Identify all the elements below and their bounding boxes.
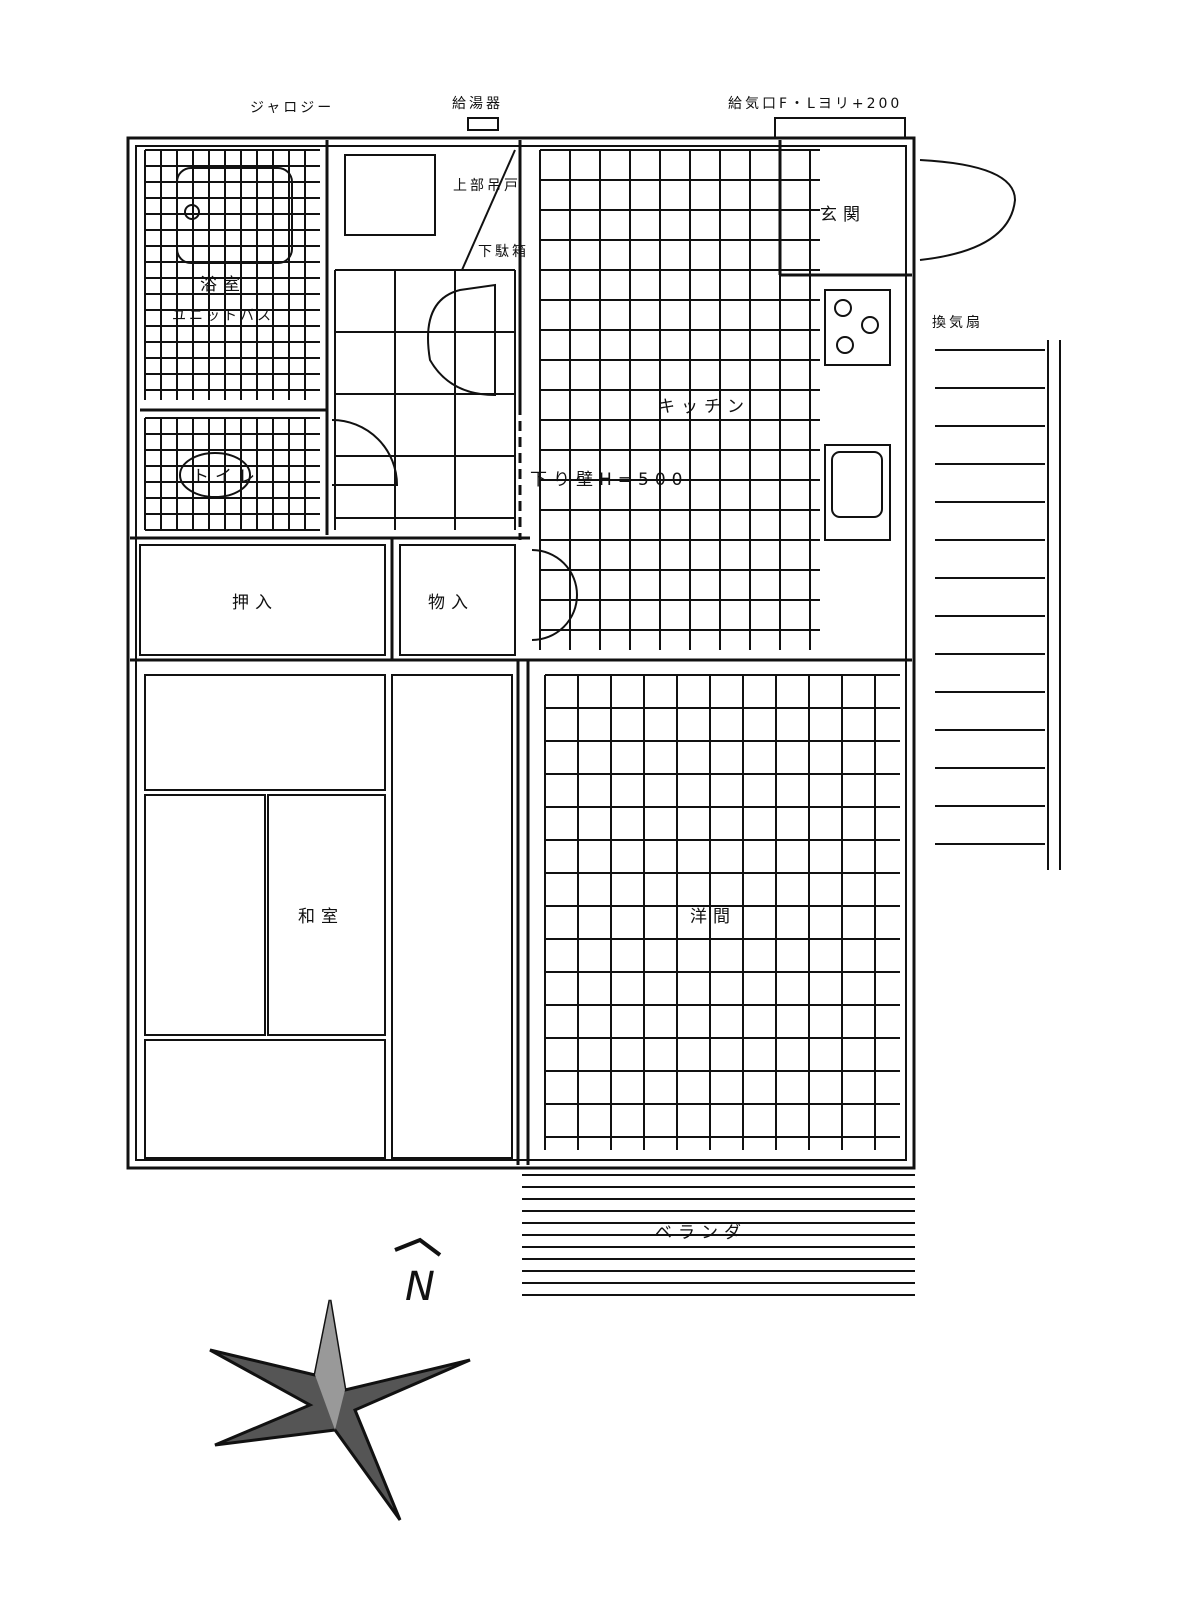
toilet-door-swing: [331, 419, 399, 486]
label-jalousie: ジャロジー: [250, 100, 334, 116]
compass-rose-icon: [209, 1237, 471, 1521]
label-western-room: 洋間: [690, 907, 736, 927]
kitchen-sink: [824, 444, 891, 541]
storage-door-swing: [531, 549, 578, 641]
label-water-heater: 給湯器: [452, 95, 503, 112]
gas-stove: [824, 289, 891, 366]
tatami-mats: [144, 674, 513, 1159]
closet: [139, 544, 386, 656]
label-kitchen: キッチン: [658, 397, 750, 417]
label-storage: 物入: [428, 593, 474, 613]
storage: [399, 544, 516, 656]
label-hanging-wall: 下り壁H=500: [530, 470, 688, 490]
label-veranda: ベランダ: [655, 1223, 747, 1243]
external-stairs: [935, 340, 1061, 870]
label-upper-cabinet: 上部吊戸: [453, 178, 521, 194]
washing-machine-area: [344, 154, 436, 236]
label-closet: 押入: [232, 593, 278, 613]
label-toilet: トイレ: [192, 467, 261, 487]
label-air-inlet: 給気口F・Lヨリ+200: [728, 96, 902, 112]
label-japanese-room: 和室: [298, 907, 344, 927]
label-north: N: [405, 1264, 441, 1310]
faucet-icon: [184, 204, 200, 220]
label-ventilation-fan: 換気扇: [932, 315, 983, 331]
veranda-deck: [522, 1174, 915, 1296]
label-entrance: 玄関: [820, 205, 866, 225]
entrance-door-swing: [919, 159, 1017, 261]
washbasin: [427, 283, 496, 397]
label-shoe-cabinet: 下駄箱: [478, 244, 529, 260]
water-heater-box: [467, 117, 499, 131]
floor-tile-grids: [144, 149, 900, 1150]
toilet-bowl: [179, 452, 251, 498]
bathtub: [176, 167, 293, 264]
label-unit-bath: ユニットバス: [172, 308, 274, 324]
label-bathroom: 浴室: [200, 275, 246, 295]
air-inlet-box: [774, 117, 906, 139]
